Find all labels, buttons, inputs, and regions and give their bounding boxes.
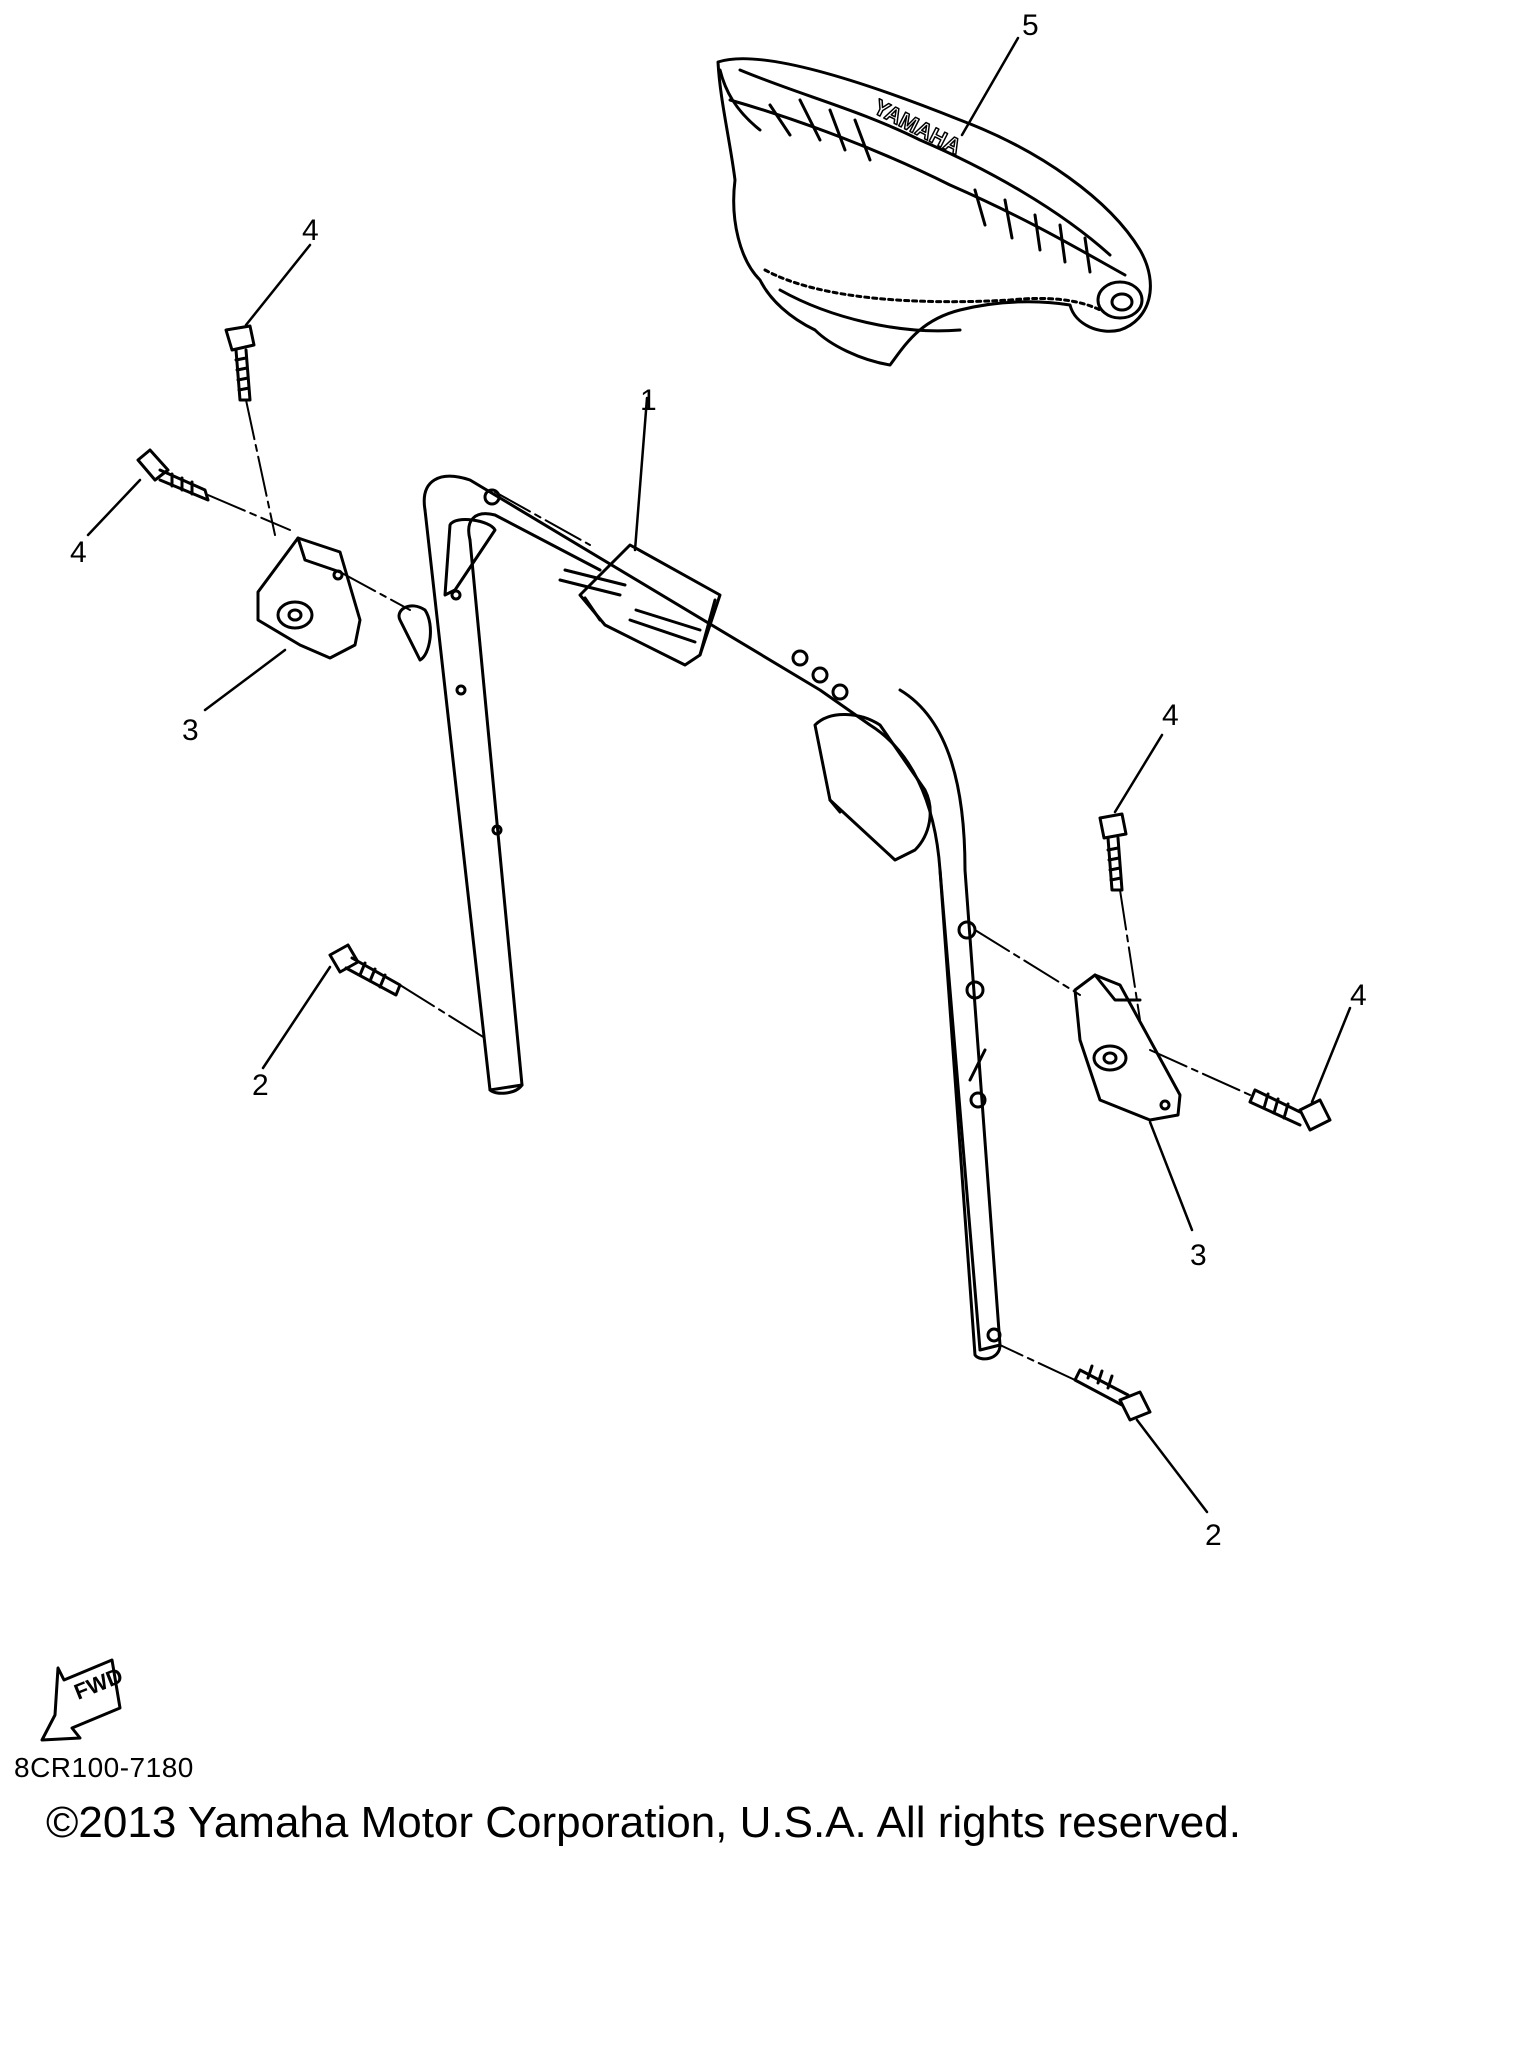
callout-2a: 2 [252,1069,269,1102]
leader-lines [86,36,1352,1514]
callout-3b: 3 [1190,1239,1207,1272]
bracket-right [1073,973,1182,1122]
bolt-2a [328,943,402,997]
diagram-code: 8CR100-7180 [14,1752,194,1783]
bolt-4b [136,448,210,502]
bracket-left [256,536,432,662]
callout-2b: 2 [1205,1519,1222,1552]
copyright-notice: ©2013 Yamaha Motor Corporation, U.S.A. A… [46,1798,1241,1847]
assembly-lines [207,399,1251,1381]
bolt-4c [1098,812,1128,892]
seat-pad: YAMAHA [716,57,1152,367]
callout-3a: 3 [182,714,199,747]
fwd-arrow-icon: FWD [40,1658,126,1742]
bolt-2b [1073,1364,1152,1422]
bolt-4a [224,324,256,402]
clamp-studs [558,568,702,644]
callout-5: 5 [1022,9,1039,42]
callout-4a: 4 [302,214,319,247]
callout-4c: 4 [1162,699,1179,732]
callout-1: 1 [640,384,657,417]
callout-4b: 4 [70,536,87,569]
handle-pole [422,474,1002,1361]
callout-4d: 4 [1350,979,1367,1012]
callouts: 5 1 4 4 3 4 4 3 2 2 [70,9,1367,1552]
bolt-4d [1248,1088,1332,1132]
